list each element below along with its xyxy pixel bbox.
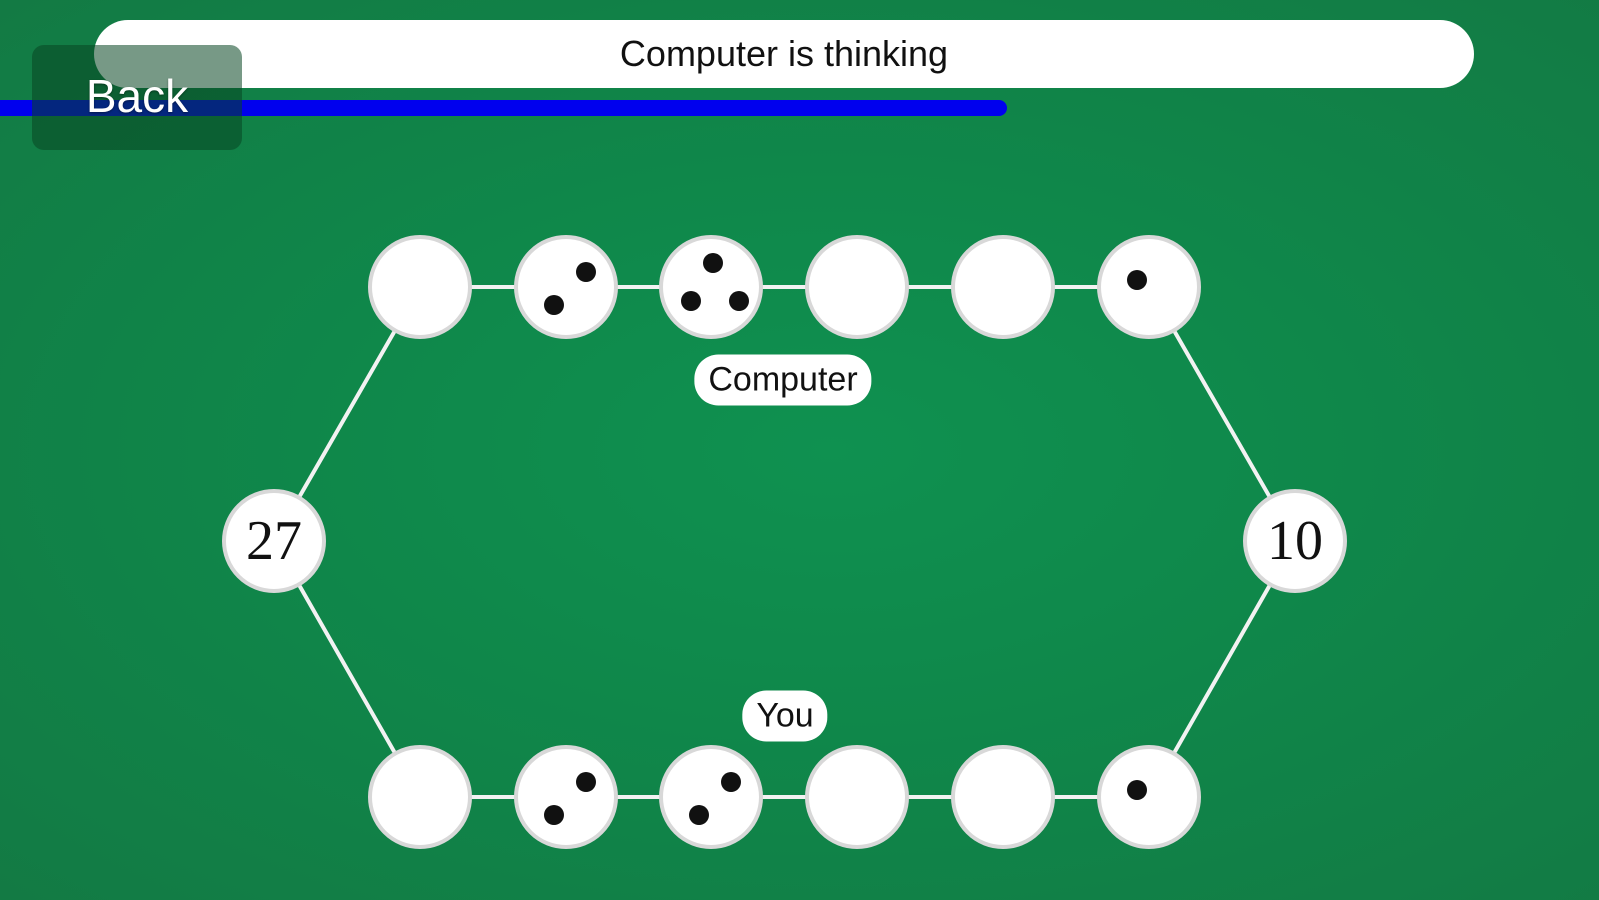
back-button[interactable]: Back [32,45,242,150]
player-store-count: 10 [1267,510,1323,572]
player-pit-2[interactable] [514,745,618,849]
seed [544,295,565,316]
thinking-progress-bar [0,100,1008,116]
computer-pit-1 [368,235,472,339]
status-bar: Computer is thinking [94,20,1474,88]
seed [689,805,710,826]
seed [728,291,749,312]
player-pit-4[interactable] [805,745,909,849]
computer-pit-5 [951,235,1055,339]
computer-store-count: 27 [246,510,302,572]
seed [721,771,742,792]
computer-pit-2 [514,235,618,339]
player-pit-3[interactable] [659,745,763,849]
player-pit-5[interactable] [951,745,1055,849]
computer-pit-6 [1097,235,1201,339]
back-label: Back [85,69,189,122]
computer-label: Computer [694,354,872,406]
computer-store: 27 [222,489,326,593]
seed [1126,780,1147,801]
player-pit-6[interactable] [1097,745,1201,849]
seed [576,771,597,792]
seed [702,253,723,273]
player-pit-1[interactable] [368,745,472,849]
computer-pit-4 [805,235,909,339]
status-text: Computer is thinking [619,33,949,74]
player-store: 10 [1243,489,1347,593]
seed [576,261,597,282]
seed [680,291,701,312]
player-label: You [742,690,828,742]
seed [1126,270,1147,291]
computer-pit-3 [659,235,763,339]
seed [544,805,565,826]
